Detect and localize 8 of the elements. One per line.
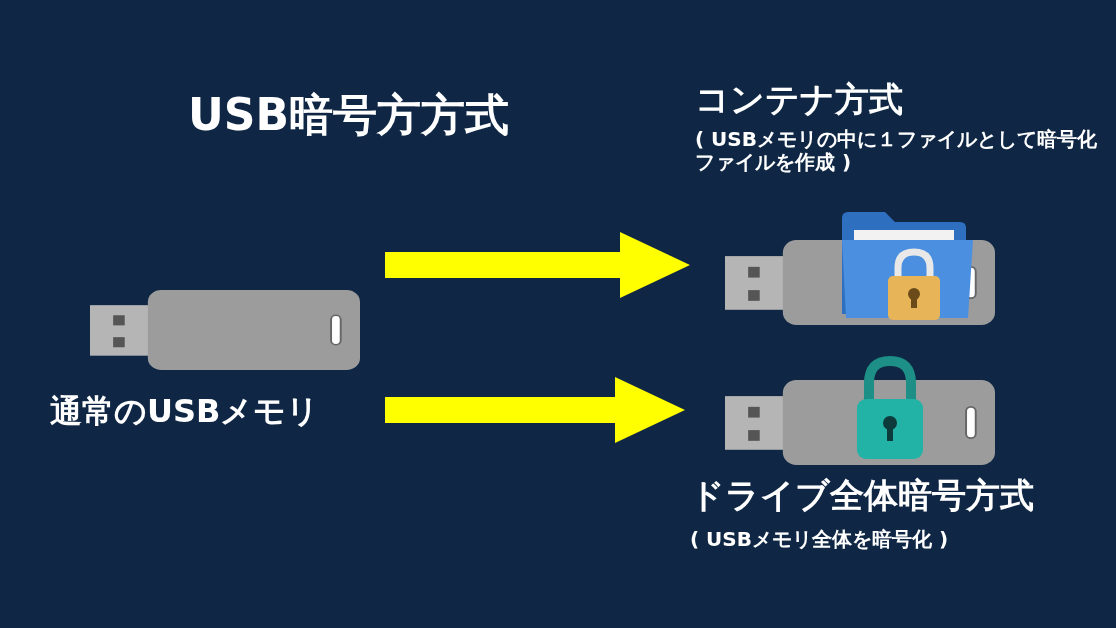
arrow [385,377,685,443]
drive-label: 通常のUSBメモリ [50,393,320,430]
method-description: ( USBメモリ全体を暗号化 ) [690,528,949,551]
arrow [385,232,690,298]
method-heading: コンテナ方式 [695,80,903,120]
method-heading: ドライブ全体暗号方式 [690,476,1034,516]
title: USB暗号方方式 [188,90,509,141]
method-description: ( USBメモリの中に１ファイルとして暗号化ファイルを作成 ) [695,128,1098,174]
